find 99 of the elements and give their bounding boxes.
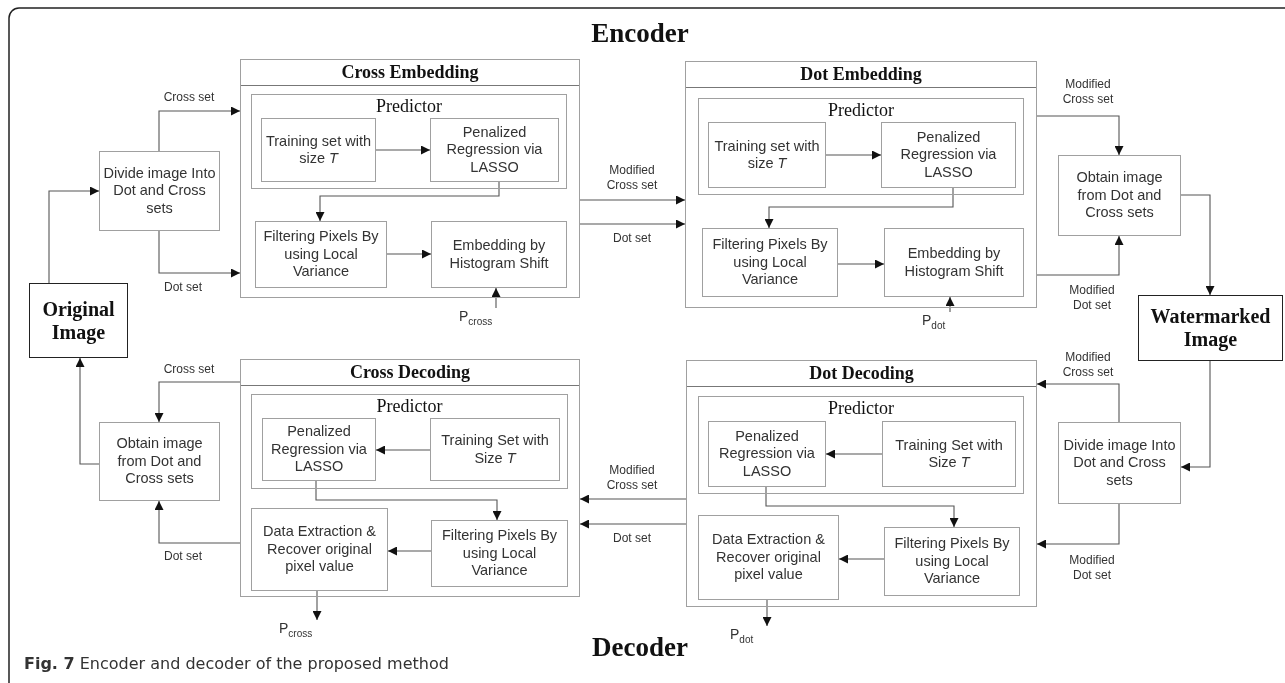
signal-label: P$_{dot}$	[922, 312, 946, 331]
section-heading: Decoder	[592, 632, 688, 663]
box-label: Obtain image from Dot and Cross sets	[1075, 169, 1164, 222]
arrow	[375, 145, 431, 155]
arrow	[945, 296, 955, 313]
process-box	[431, 221, 567, 288]
box-label: Training Set with Size T	[894, 436, 1004, 472]
arrow	[387, 546, 432, 556]
process-box	[261, 118, 376, 182]
process-box	[881, 122, 1016, 188]
arrow	[579, 195, 686, 205]
arrow	[1180, 194, 1215, 296]
arrow	[312, 590, 322, 621]
box-label: Penalized Regression via LASSO	[445, 123, 544, 177]
process-box	[698, 515, 839, 600]
panel-title: Predictor	[827, 100, 895, 121]
arrow	[765, 486, 959, 528]
box-label: Filtering Pixels By using Local Variance	[440, 527, 559, 580]
arrow	[579, 219, 686, 229]
box-label: Filtering Pixels By using Local Variance	[893, 535, 1011, 588]
box-label: Penalized Regression via LASSO	[270, 423, 368, 476]
box-label: Embedding by Histogram Shift	[448, 237, 550, 272]
panel-title: Cross Decoding	[348, 362, 472, 383]
panel-title: Predictor	[375, 396, 444, 417]
arrow	[764, 187, 954, 229]
box-label: Data Extraction & Recover original pixel value	[262, 523, 377, 576]
section-heading: Encoder	[591, 18, 689, 49]
module-panel	[685, 61, 1037, 308]
arrow	[154, 381, 241, 423]
arrow	[154, 500, 241, 544]
box-label: Training set with size T	[713, 137, 821, 173]
process-box	[708, 421, 826, 487]
module-panel	[240, 359, 580, 597]
predictor-panel	[698, 396, 1024, 494]
process-box	[702, 228, 838, 297]
box-label: Divide image Into Dot and Cross sets	[1062, 436, 1177, 490]
box-label: Watermarked Image	[1149, 305, 1272, 351]
arrow	[48, 186, 100, 284]
box-label: Obtain image from Dot and Cross sets	[115, 435, 204, 488]
arrow	[491, 287, 501, 309]
signal-label: P$_{cross}$	[459, 308, 493, 327]
process-box	[1058, 422, 1181, 504]
process-box	[430, 118, 559, 182]
panel-title: Cross Embedding	[340, 62, 480, 83]
box-label: Original Image	[41, 297, 116, 344]
process-box	[255, 221, 387, 288]
arrow	[1180, 360, 1211, 472]
arrow	[838, 554, 885, 564]
arrow	[825, 449, 883, 459]
signal-label: P$_{dot}$	[730, 626, 754, 645]
box-label: Embedding by Histogram Shift	[903, 245, 1005, 280]
predictor-panel	[698, 98, 1024, 195]
arrow	[75, 357, 100, 465]
process-box	[99, 151, 220, 231]
arrow	[315, 480, 502, 521]
arrow	[762, 599, 772, 627]
image-box	[1138, 295, 1283, 361]
arrow	[837, 259, 885, 269]
panel-title: Predictor	[375, 96, 443, 117]
figure-caption: Fig. 7 Encoder and decoder of the proposed method	[24, 654, 449, 673]
box-label: Filtering Pixels By using Local Variance	[262, 228, 380, 281]
box-label: Training Set with Size T	[440, 432, 550, 467]
box-label: Training set with size T	[264, 132, 372, 168]
arrow	[1036, 379, 1120, 423]
process-box	[1058, 155, 1181, 236]
signal-label: P$_{cross}$	[279, 620, 313, 639]
process-box	[99, 422, 220, 501]
arrow	[315, 181, 500, 222]
panel-title: Dot Decoding	[808, 363, 915, 384]
box-label: Penalized Regression via LASSO	[899, 128, 998, 182]
arrow	[158, 106, 241, 152]
box-label: Penalized Regression via LASSO	[718, 427, 816, 481]
panel-title: Dot Embedding	[799, 64, 923, 85]
module-panel	[240, 59, 580, 298]
arrow	[1036, 235, 1124, 276]
box-label: Data Extraction & Recover original pixel value	[711, 531, 826, 584]
process-box	[430, 418, 560, 481]
process-box	[884, 228, 1024, 297]
arrow	[375, 445, 431, 455]
box-label: Divide image Into Dot and Cross sets	[102, 164, 217, 218]
panel-title: Predictor	[827, 398, 895, 419]
process-box	[251, 508, 388, 591]
process-box	[882, 421, 1016, 487]
process-box	[708, 122, 826, 188]
image-box	[29, 283, 128, 358]
predictor-panel	[251, 394, 568, 489]
process-box	[262, 418, 376, 481]
arrow	[1036, 115, 1124, 156]
arrow	[825, 150, 882, 160]
box-label: Filtering Pixels By using Local Variance	[711, 236, 829, 289]
arrow	[579, 519, 687, 529]
arrow	[579, 494, 687, 504]
module-panel	[686, 360, 1037, 607]
predictor-panel	[251, 94, 567, 189]
process-box	[431, 520, 568, 587]
arrow	[386, 249, 432, 259]
arrow	[1036, 503, 1120, 549]
arrow	[158, 230, 241, 278]
process-box	[884, 527, 1020, 596]
